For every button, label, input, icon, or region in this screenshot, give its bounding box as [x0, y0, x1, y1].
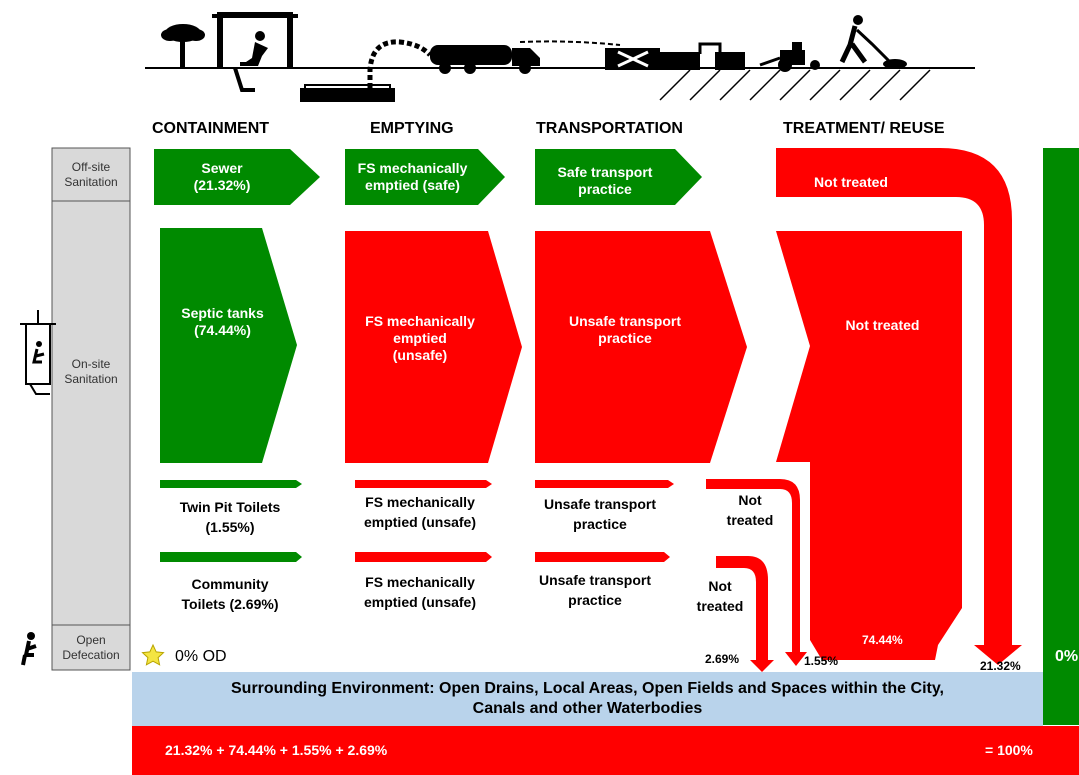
environment-label: Surrounding Environment: Open Drains, Lo… — [231, 680, 944, 717]
offsite-transport-arrow — [535, 149, 702, 205]
flow-label-safe: 0% — [1055, 648, 1079, 665]
sewer-label: Sewer (21.32%) — [193, 160, 251, 193]
community-transport-arrow — [535, 552, 670, 562]
toilet-person-icon — [20, 310, 56, 395]
offsite-emptied-label: FS mechanically emptied (safe) — [357, 160, 468, 193]
row-label-onsite: On-site Sanitation — [64, 357, 118, 386]
community-treatment-label: Not treated — [696, 578, 744, 614]
community-emptied-arrow — [355, 552, 492, 562]
treatment-plant-icon — [605, 42, 745, 70]
flow-label-sewer: 21.32% — [980, 659, 1021, 673]
flow-label-twin-pit: 1.55% — [804, 654, 839, 668]
row-label-open-defecation: Open Defecation — [62, 633, 120, 662]
community-arrow — [160, 552, 302, 562]
column-header-treatment: TREATMENT/ REUSE — [783, 120, 945, 137]
onsite-emptied-arrow — [345, 231, 522, 463]
twin-pit-transport-arrow — [535, 480, 674, 488]
flow-label-septic: 74.44% — [862, 633, 903, 647]
septic-label: Septic tanks (74.44%) — [181, 305, 264, 338]
farmer-icon — [839, 15, 907, 69]
open-defecation-person-icon — [21, 632, 37, 666]
environment-bar — [132, 672, 1043, 726]
onsite-not-treated-flow — [776, 231, 962, 660]
onsite-transport-arrow — [535, 231, 747, 463]
column-header-transportation: TRANSPORTATION — [536, 120, 683, 137]
twin-pit-treatment-label: Not treated — [726, 492, 774, 528]
twin-pit-transport-label: Unsafe transport practice — [543, 496, 657, 532]
twin-pit-label: Twin Pit Toilets (1.55%) — [179, 499, 281, 535]
septic-pit-icon — [300, 88, 395, 102]
community-label: Community Toilets (2.69%) — [181, 576, 279, 612]
community-emptied-label: FS mechanically emptied (unsafe) — [363, 574, 476, 610]
onsite-transport-label: Unsafe transport practice — [568, 313, 682, 346]
toilet-house-icon — [212, 12, 298, 92]
tractor-icon — [759, 42, 820, 72]
twin-pit-arrow — [160, 480, 302, 488]
column-header-containment: CONTAINMENT — [152, 120, 270, 137]
tree-icon — [161, 24, 205, 68]
twin-pit-emptied-label: FS mechanically emptied (unsafe) — [363, 494, 476, 530]
header-illustration — [145, 12, 975, 102]
open-defecation-label: 0% OD — [175, 648, 227, 665]
flow-label-community: 2.69% — [705, 652, 740, 666]
offsite-treatment-label: Not treated — [814, 174, 888, 190]
column-header-emptying: EMPTYING — [370, 120, 454, 137]
community-not-treated-flow — [716, 556, 774, 672]
summary-bar — [132, 726, 1079, 775]
septic-arrow — [160, 228, 297, 463]
twin-pit-not-treated-flow — [706, 479, 807, 666]
row-label-panel — [51, 147, 131, 671]
twin-pit-emptied-arrow — [355, 480, 492, 488]
onsite-treatment-label: Not treated — [845, 317, 920, 333]
offsite-emptied-arrow — [345, 149, 505, 205]
row-label-offsite: Off-site Sanitation — [64, 160, 118, 189]
offsite-transport-label: Safe transport practice — [557, 164, 653, 197]
sewer-arrow — [154, 149, 320, 205]
star-icon — [141, 643, 165, 666]
offsite-not-treated-flow — [776, 148, 1022, 665]
community-transport-label: Unsafe transport practice — [538, 572, 652, 608]
onsite-emptied-label: FS mechanically emptied (unsafe) — [365, 313, 475, 363]
safe-green-bar — [1043, 148, 1079, 725]
vacuum-truck-icon — [430, 45, 540, 74]
summary-total: = 100% — [985, 742, 1033, 758]
summary-formula: 21.32% + 74.44% + 1.55% + 2.69% — [165, 742, 388, 758]
